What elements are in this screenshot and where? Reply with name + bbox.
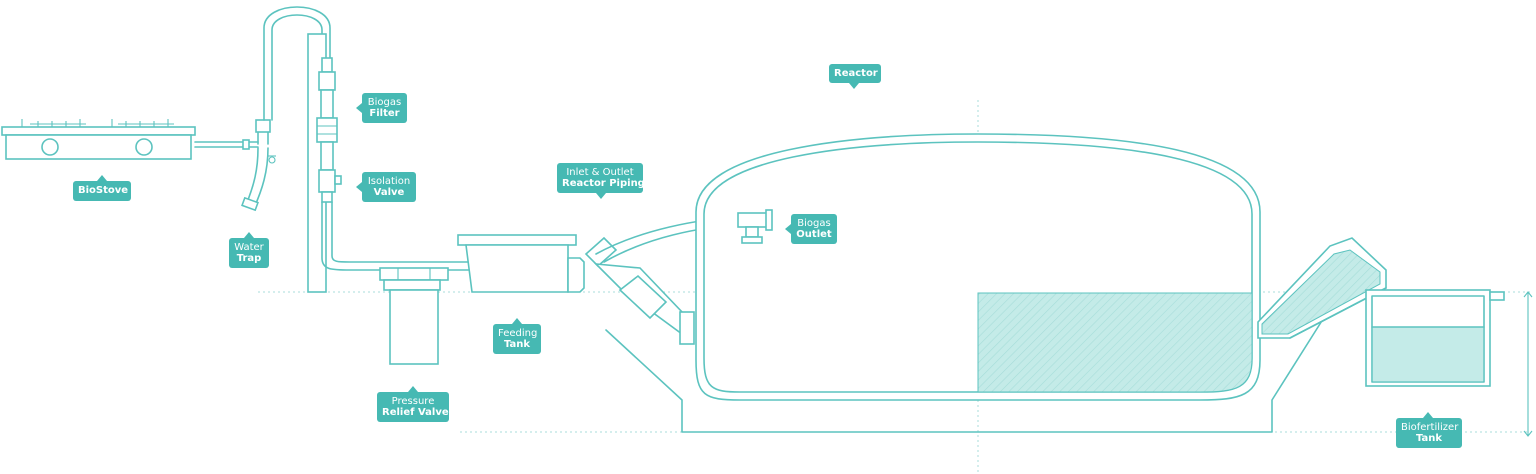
biogas-outlet-fitting	[737, 209, 773, 244]
water-trap	[241, 119, 276, 212]
label-biogas-outlet: Biogas Outlet	[791, 214, 837, 244]
label-pressure-relief: Pressure Relief Valve	[377, 392, 449, 422]
label-biogas-filter: Biogas Filter	[362, 93, 407, 123]
label-biostove-pointer	[97, 175, 107, 181]
reactor	[695, 133, 1261, 401]
label-feeding-tank: Feeding Tank	[493, 324, 541, 354]
label-biogas-outlet-pointer	[785, 224, 791, 234]
label-water-trap: Water Trap	[229, 238, 269, 268]
inlet-piping	[567, 236, 1331, 433]
connection-pipe	[321, 201, 471, 271]
label-inlet-outlet: Inlet & Outlet Reactor Piping	[557, 163, 645, 193]
label-feeding-tank-pointer	[512, 318, 522, 324]
label-isolation-valve-pointer	[356, 182, 362, 192]
label-pressure-relief-pointer	[408, 386, 418, 392]
pressure-relief-valve	[379, 267, 449, 365]
slurry-fill	[977, 292, 1253, 393]
label-inlet-outlet-pointer	[596, 193, 606, 199]
stove-pipe	[194, 139, 259, 150]
dimension-arrow-bottom	[1523, 430, 1533, 437]
biostove	[1, 119, 196, 160]
gas-hose	[263, 6, 331, 121]
feeding-tank	[457, 234, 577, 293]
filter-valve-assembly	[316, 57, 342, 203]
label-isolation-valve: Isolation Valve	[362, 172, 416, 202]
label-biostove: BioStove	[73, 181, 131, 201]
dimension-arrow-top	[1523, 291, 1533, 298]
biofertilizer-tank	[1365, 289, 1505, 387]
label-biogas-filter-pointer	[356, 103, 362, 113]
label-biofertilizer: Biofertilizer Tank	[1396, 418, 1462, 448]
label-biofertilizer-pointer	[1423, 412, 1433, 418]
label-reactor-pointer	[849, 83, 859, 89]
label-reactor: Reactor	[829, 64, 881, 83]
outlet-chute	[1257, 237, 1387, 339]
label-water-trap-pointer	[244, 232, 254, 238]
